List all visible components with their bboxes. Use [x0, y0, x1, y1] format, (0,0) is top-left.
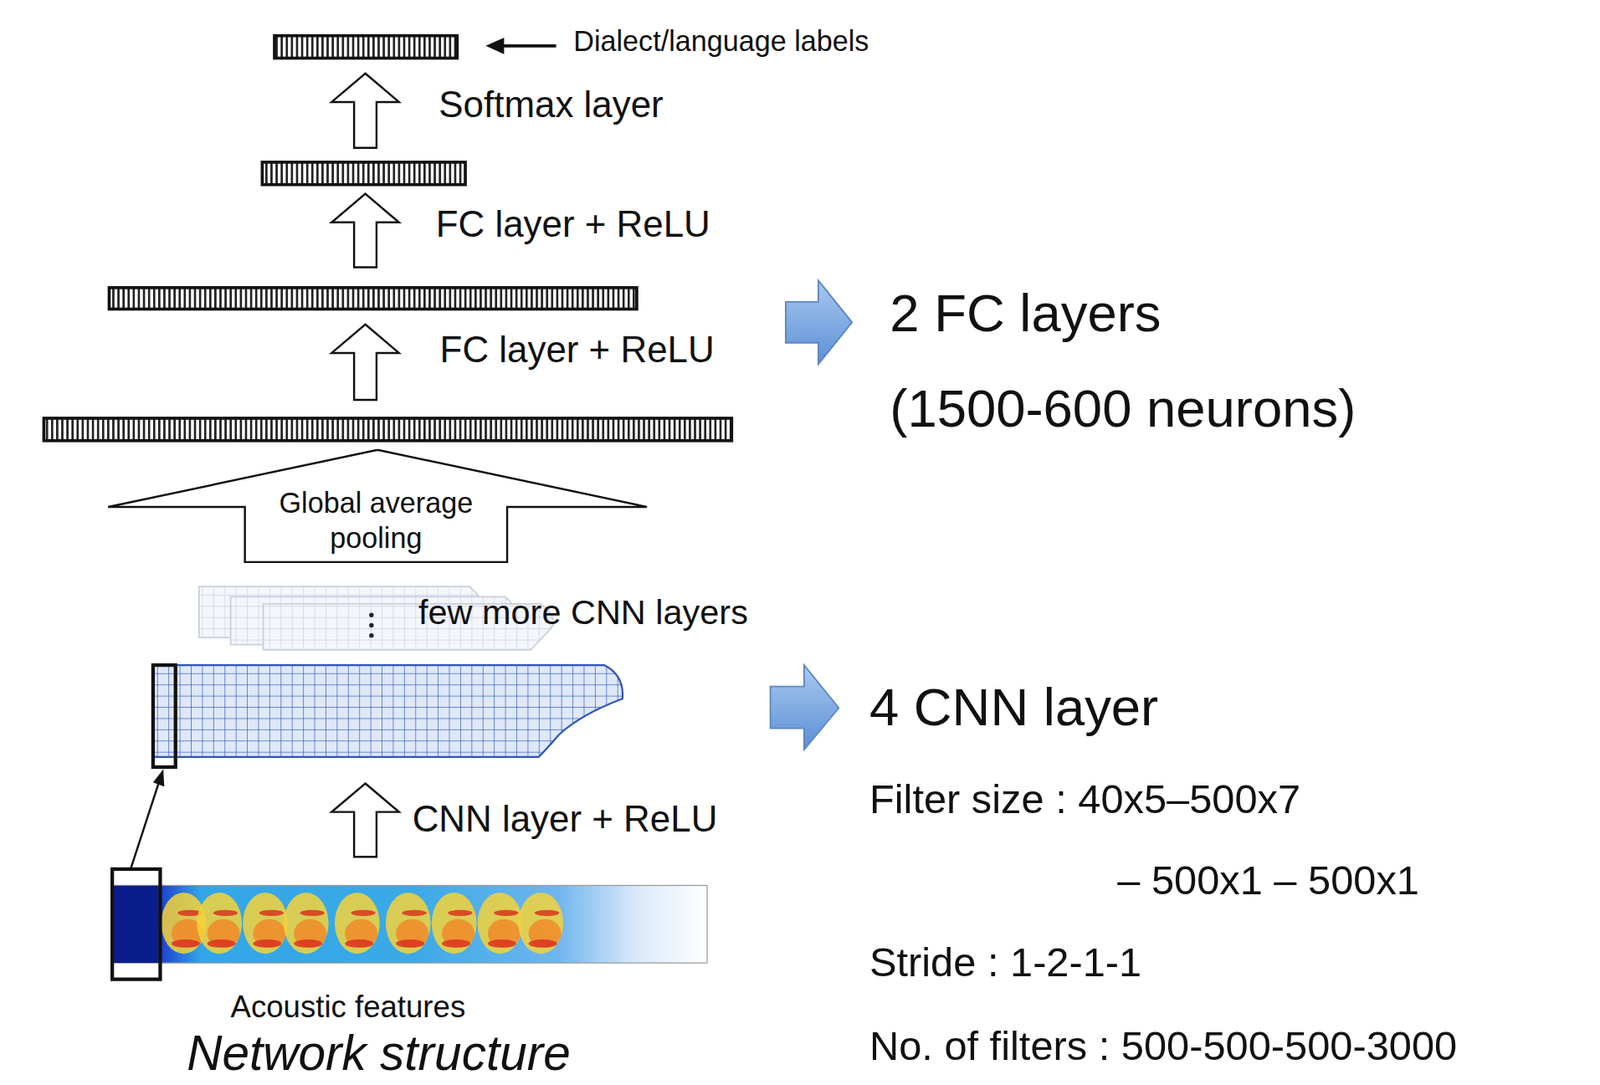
arrowhead — [485, 37, 504, 55]
leader-line — [497, 44, 557, 48]
callout-text: 2 FC layers — [889, 282, 1161, 346]
spectrogram — [112, 869, 708, 980]
layer-name: Softmax layer — [438, 82, 663, 128]
filter-window — [153, 665, 176, 768]
spec-text: Stride : 1-2-1-1 — [869, 938, 1142, 988]
callout-text: (1500-600 neurons) — [889, 376, 1356, 441]
layer-name: FC layer + ReLU — [440, 327, 715, 372]
pooled-layer — [43, 418, 732, 442]
callout-text: 4 CNN layer — [869, 675, 1159, 739]
label: Dialect/language labels — [573, 24, 869, 59]
cnn-feature-map — [153, 665, 623, 758]
flow-arrow — [331, 73, 399, 149]
caption: Network structure — [186, 1024, 571, 1083]
spec-text: No. of filters : 500-500-500-3000 — [869, 1021, 1457, 1072]
flow-arrow — [331, 324, 399, 400]
input-name: Acoustic features — [230, 989, 467, 1026]
fc-layer — [261, 162, 466, 185]
layer-name: CNN layer + ReLU — [412, 796, 718, 842]
layer-name: few more CNN layers — [418, 591, 749, 634]
leader-line — [130, 781, 159, 870]
flow-arrow — [331, 194, 399, 268]
layer-name: FC layer + ReLU — [435, 201, 711, 247]
node-text: Global average pooling — [245, 487, 508, 556]
pooling-arrow: Global average pooling — [107, 449, 648, 565]
spec-text: – 500x1 – 500x1 — [1117, 856, 1420, 906]
fc-layer — [108, 287, 636, 310]
spec-text: Filter size : 40x5–500x7 — [869, 774, 1301, 825]
flow-arrow — [331, 783, 399, 857]
callout-arrow — [785, 280, 852, 365]
output-layer — [274, 35, 457, 59]
arrowhead — [153, 769, 165, 787]
callout-arrow — [770, 665, 840, 750]
